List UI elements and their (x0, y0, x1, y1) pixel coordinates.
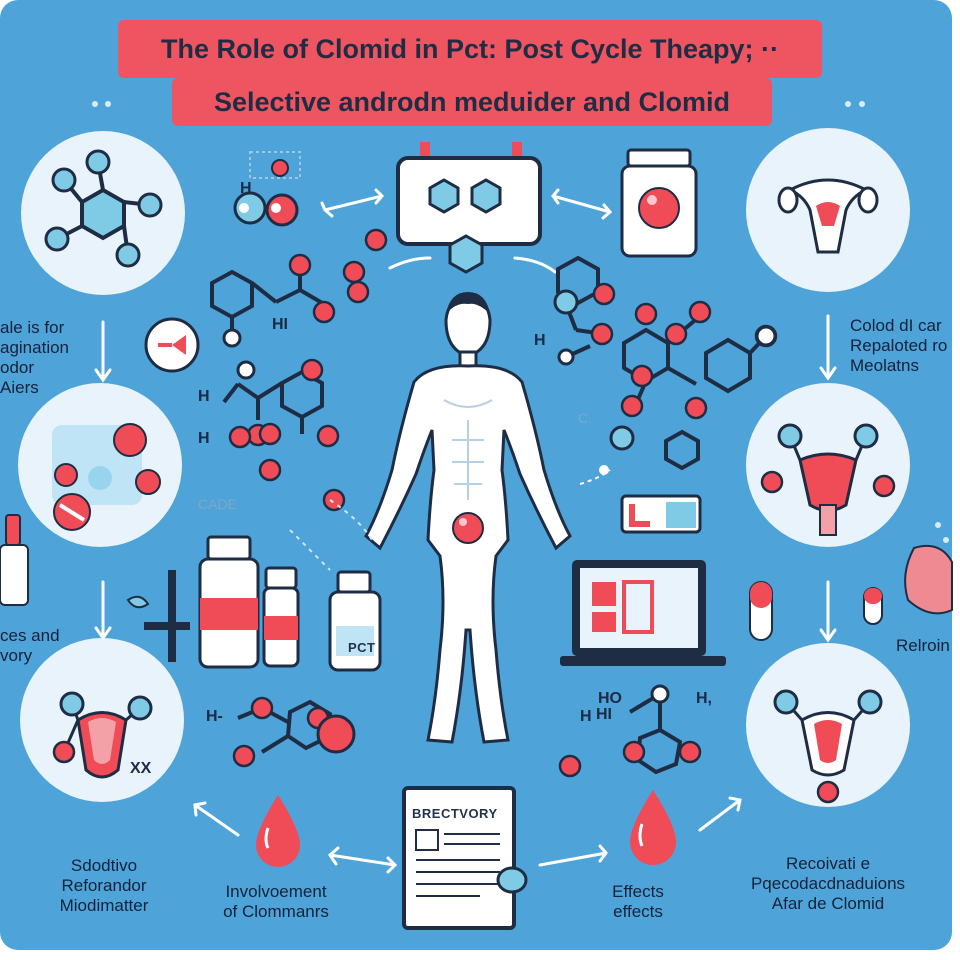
chem-label-xx: XX (130, 760, 152, 777)
bottle-label-pct: PCT (348, 640, 376, 655)
chem-label-hi-2: HI (596, 706, 612, 723)
title-banner-primary: The Role of Clomid in Pct: Post Cycle Th… (118, 20, 822, 78)
dashed-connectors (289, 499, 373, 571)
faint-label-c: C. (578, 410, 592, 426)
label-center-bottom-left: Involvoement of Clommanrs (223, 882, 329, 921)
stopwatch (144, 317, 200, 373)
chem-label-h-4: H (534, 332, 546, 349)
molecule-structure-upper-left (210, 265, 326, 338)
chem-label-h-1: H (240, 180, 252, 197)
label-left-mid: ces and vory (0, 626, 60, 665)
blood-drops (256, 790, 676, 867)
circle-uterus-bottom-right (746, 643, 910, 807)
bottle-left-edge (0, 514, 29, 606)
label-left-upper: ale is for agination odor Aiers (0, 318, 70, 397)
atom-cluster-top-left (233, 151, 301, 227)
molecule-structure-mid-left (222, 369, 324, 434)
circle-pills-left (18, 383, 182, 547)
chart-box (620, 494, 702, 534)
label-right-mid: Relroin (896, 636, 950, 655)
chem-label-h-7: H- (206, 708, 223, 725)
laptop (560, 560, 726, 666)
chem-label-h-5: H (580, 708, 592, 725)
capsules-right (749, 544, 953, 641)
circle-reproductive-top-right (746, 128, 910, 292)
circle-uterus-right-mid (746, 383, 910, 547)
chem-label-h-2: H (198, 388, 210, 405)
report-document (402, 786, 528, 930)
title-banner-secondary: Selective androdn meduider and Clomid (172, 78, 772, 126)
lab-equipment (126, 570, 190, 662)
decorative-dots (92, 101, 949, 543)
circle-molecule-top-left (21, 131, 185, 295)
chem-label-hi-1: HI (272, 316, 288, 333)
medicine-bottles (198, 535, 382, 672)
chem-label-h-3: H (198, 430, 210, 447)
label-right-upper: Colod dI car Repaloted ro Meolatns (850, 316, 948, 375)
label-center-bottom-right: Effects effects (612, 882, 664, 921)
circle-uterus-left (20, 638, 184, 802)
faint-label-cade: CADE (198, 496, 237, 512)
report-title: BRECTVORY (412, 806, 498, 821)
pill-bottle-top (620, 148, 698, 258)
human-figure (364, 292, 572, 744)
label-right-bottom: Recoivati e Pqecodacdnaduions Afar de Cl… (750, 854, 906, 913)
chem-label-ho: HO (598, 690, 622, 707)
chem-label-h-6: H, (696, 690, 712, 707)
molecule-device-top (396, 142, 542, 274)
flow-arrows (94, 188, 837, 874)
label-left-bottom: Sdodtivo Reforandor Miodimatter (59, 856, 149, 915)
